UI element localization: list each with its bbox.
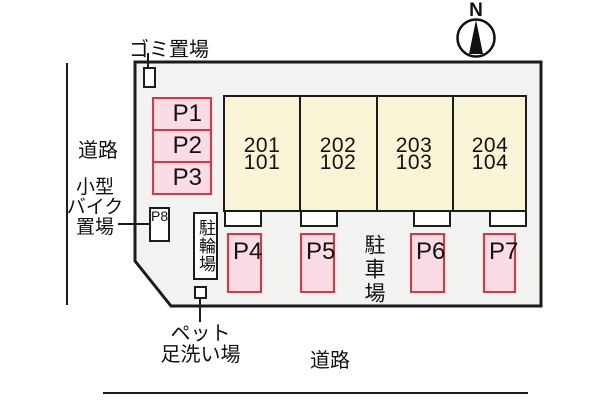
garbage-leader-line	[147, 53, 149, 68]
pet-wash-line2: 足洗い場	[160, 344, 241, 366]
unit-lower-number: 103	[395, 150, 433, 174]
pet-wash-line1: ペット	[170, 323, 231, 345]
garbage-area-box	[143, 67, 156, 88]
unit-lower-number: 102	[319, 150, 357, 174]
pet-wash-box	[194, 286, 207, 299]
bicycle-parking-label: 駐輪場	[196, 219, 215, 273]
compass-needle	[469, 20, 483, 54]
unit-103-203: 203 103	[377, 95, 451, 212]
small-bike-line3: 置場	[75, 217, 114, 238]
entrance-porch	[413, 210, 451, 227]
parking-space-label: P4	[233, 238, 263, 265]
road-label-left: 道路	[78, 140, 118, 162]
parking-space-label: P2	[172, 132, 202, 159]
parking-space-label: P7	[489, 238, 519, 265]
parking-space-label: P5	[306, 238, 336, 265]
unit-101-201: 201 101	[225, 95, 299, 212]
parking-stack-left: P1 P2 P3	[152, 97, 212, 195]
small-bike-line1: 小型	[75, 177, 114, 198]
unit-divider	[376, 97, 378, 210]
pet-wash-leader-line	[199, 299, 201, 322]
parking-space-p2: P2	[152, 129, 212, 163]
unit-divider	[299, 97, 301, 210]
bike-space-p8-box: P8	[149, 207, 170, 242]
unit-divider	[452, 97, 454, 210]
bike-area-leader-line	[118, 223, 149, 225]
parking-space-p5: P5	[300, 233, 335, 293]
garbage-area-label: ゴミ置場	[129, 39, 209, 61]
entrance-porch	[489, 210, 527, 227]
unit-lower-number: 104	[471, 150, 509, 174]
unit-upper-number: 201	[243, 133, 281, 157]
unit-upper-number: 204	[471, 133, 509, 157]
small-bike-area-label: 小型 バイク 置場	[57, 178, 133, 238]
parking-space-label: P6	[416, 238, 446, 265]
small-bike-line2: バイク	[66, 197, 124, 218]
parking-space-label: P1	[172, 100, 202, 127]
bicycle-parking-box: 駐輪場	[193, 212, 218, 280]
parking-space-p4: P4	[227, 233, 262, 293]
road-edge-line-left	[66, 63, 68, 305]
unit-102-202: 202 102	[301, 95, 375, 212]
compass-north-label: N	[469, 0, 483, 21]
pet-wash-label: ペット 足洗い場	[152, 324, 249, 366]
unit-lower-number: 101	[243, 150, 281, 174]
parking-space-p3: P3	[152, 161, 212, 195]
road-label-bottom: 道路	[310, 350, 350, 372]
parking-space-label: P3	[172, 164, 202, 191]
parking-space-p6: P6	[410, 233, 445, 293]
unit-upper-number: 203	[395, 133, 433, 157]
compass-icon	[456, 18, 496, 58]
parking-space-p1: P1	[152, 97, 212, 131]
entrance-porch	[300, 210, 338, 227]
car-parking-label: 駐車場	[362, 234, 385, 306]
bike-space-label: P8	[151, 208, 169, 224]
parking-space-p7: P7	[483, 233, 519, 293]
unit-104-204: 204 104	[453, 95, 527, 212]
unit-upper-number: 202	[319, 133, 357, 157]
road-edge-line-bottom	[103, 392, 528, 394]
entrance-porch	[224, 210, 262, 227]
building-outline	[223, 95, 527, 212]
